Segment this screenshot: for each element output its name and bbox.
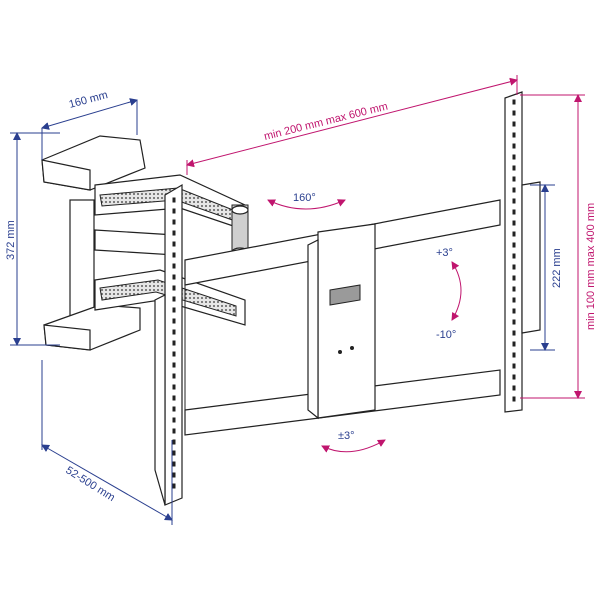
mounting-hole bbox=[512, 264, 516, 270]
label-level: ±3° bbox=[338, 430, 355, 442]
mounting-hole bbox=[512, 132, 516, 138]
mounting-hole bbox=[512, 154, 516, 160]
mounting-hole bbox=[172, 296, 176, 302]
mounting-hole bbox=[172, 450, 176, 456]
mounting-hole bbox=[172, 384, 176, 390]
mounting-hole bbox=[172, 230, 176, 236]
mounting-hole bbox=[172, 461, 176, 467]
level-indicator: ±3° bbox=[321, 430, 386, 453]
mounting-hole bbox=[512, 341, 516, 347]
label-arm-height: 372 mm bbox=[5, 220, 17, 260]
left-vertical-rail bbox=[154, 183, 183, 506]
mounting-hole bbox=[512, 99, 516, 105]
tilt-indicator: +3° -10° bbox=[436, 247, 462, 341]
mounting-hole bbox=[512, 297, 516, 303]
mounting-hole bbox=[512, 286, 516, 292]
mounting-hole bbox=[512, 165, 516, 171]
label-vertical-vesa: min 100 mm max 400 mm bbox=[585, 203, 597, 330]
mounting-hole bbox=[512, 363, 516, 369]
tilt-plate bbox=[307, 223, 376, 420]
mounting-hole bbox=[172, 197, 176, 203]
mounting-hole bbox=[512, 275, 516, 281]
mounting-hole bbox=[172, 318, 176, 324]
label-horizontal-vesa: min 200 mm max 600 mm bbox=[263, 101, 389, 143]
mounting-hole bbox=[172, 252, 176, 258]
mounting-hole bbox=[512, 242, 516, 248]
dimension-vertical-vesa: min 100 mm max 400 mm bbox=[520, 94, 597, 399]
mounting-hole bbox=[512, 396, 516, 402]
mounting-hole bbox=[172, 208, 176, 214]
mounting-hole bbox=[172, 417, 176, 423]
mounting-hole bbox=[172, 241, 176, 247]
mounting-hole bbox=[512, 121, 516, 127]
mounting-hole bbox=[512, 143, 516, 149]
mounting-hole bbox=[172, 263, 176, 269]
mounting-hole bbox=[512, 198, 516, 204]
mounting-hole bbox=[172, 373, 176, 379]
mounting-hole bbox=[172, 329, 176, 335]
swivel-indicator: 160° bbox=[267, 192, 346, 210]
mounting-hole bbox=[172, 351, 176, 357]
mounting-hole bbox=[172, 483, 176, 489]
mounting-hole bbox=[512, 253, 516, 259]
right-vertical-rail bbox=[504, 91, 541, 413]
label-arm-width: 160 mm bbox=[68, 89, 110, 111]
dimension-depth: 52-500 mm bbox=[41, 360, 173, 525]
mounting-hole bbox=[512, 176, 516, 182]
mounting-hole bbox=[512, 308, 516, 314]
mounting-hole bbox=[172, 395, 176, 401]
label-plate-height: 222 mm bbox=[551, 248, 563, 288]
mounting-hole bbox=[512, 187, 516, 193]
mounting-hole bbox=[512, 374, 516, 380]
mounting-hole bbox=[172, 406, 176, 412]
mounting-hole bbox=[512, 385, 516, 391]
mounting-hole bbox=[172, 472, 176, 478]
mounting-hole bbox=[172, 285, 176, 291]
mounting-hole bbox=[512, 209, 516, 215]
mounting-hole bbox=[172, 439, 176, 445]
mounting-hole bbox=[512, 319, 516, 325]
mounting-hole bbox=[172, 219, 176, 225]
label-swivel: 160° bbox=[293, 192, 316, 204]
mounting-hole bbox=[172, 362, 176, 368]
mounting-hole bbox=[512, 110, 516, 116]
mounting-hole bbox=[172, 274, 176, 280]
mounting-hole bbox=[512, 330, 516, 336]
label-tilt-up: +3° bbox=[436, 247, 453, 259]
mounting-hole bbox=[512, 220, 516, 226]
mounting-hole bbox=[172, 340, 176, 346]
label-tilt-down: -10° bbox=[436, 329, 456, 341]
label-depth: 52-500 mm bbox=[63, 464, 117, 504]
mounting-hole bbox=[512, 231, 516, 237]
mounting-hole bbox=[512, 352, 516, 358]
mounting-hole bbox=[172, 307, 176, 313]
dimension-plate-height: 222 mm bbox=[530, 184, 563, 351]
dimension-arm-height: 372 mm bbox=[5, 132, 60, 346]
mounting-hole bbox=[172, 428, 176, 434]
dimension-horizontal-vesa: min 200 mm max 600 mm bbox=[186, 75, 518, 175]
